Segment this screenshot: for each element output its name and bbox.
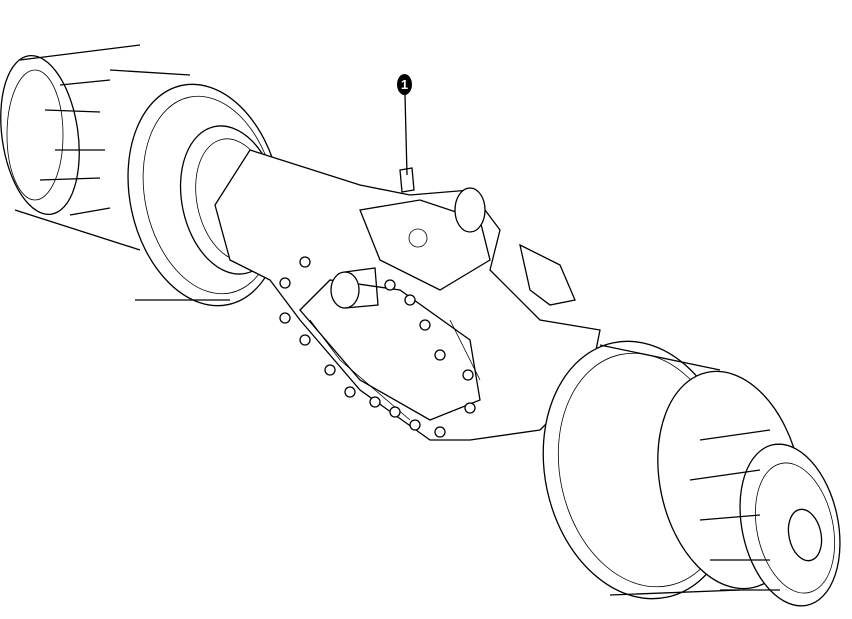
callout-leader-line xyxy=(404,94,408,176)
left-hub xyxy=(0,44,141,251)
right-hub xyxy=(657,370,841,607)
housing-bolts xyxy=(279,256,476,438)
callout-1: 1 xyxy=(397,74,412,95)
